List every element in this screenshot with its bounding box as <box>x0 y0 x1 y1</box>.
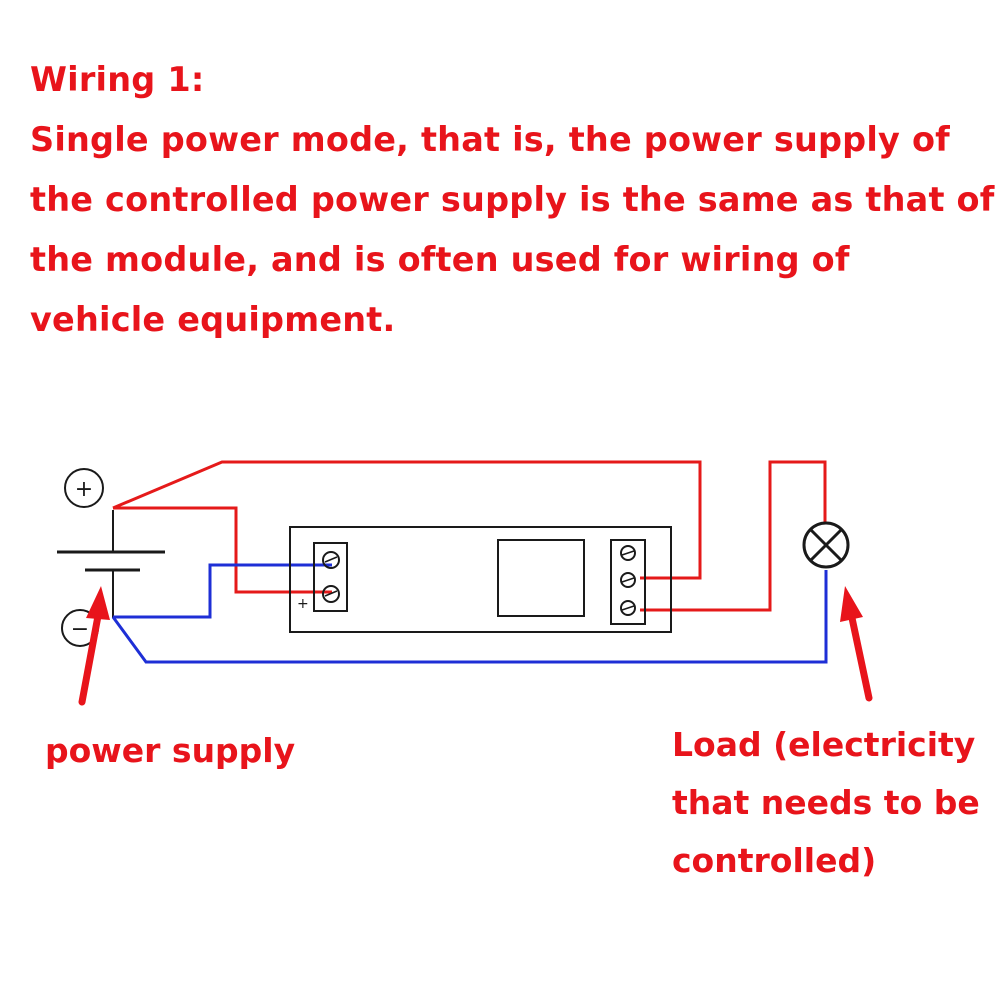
instruction-line-3: the module, and is often used for wiring… <box>30 240 850 279</box>
load-arrow-icon <box>840 586 873 702</box>
blue-wires <box>111 563 828 664</box>
instruction-line-2: the controlled power supply is the same … <box>30 180 995 219</box>
load-label-line-3: controlled) <box>672 841 877 880</box>
power-supply-arrow-icon <box>78 586 110 706</box>
positive-terminal-icon: + <box>64 468 104 508</box>
lamp-icon <box>802 521 850 569</box>
input-terminal-block <box>313 542 348 612</box>
output-terminal-3-icon <box>620 600 636 616</box>
red-wires <box>112 460 827 612</box>
battery-icon <box>57 510 165 618</box>
load-label: Load (electricity that needs to be contr… <box>672 716 980 890</box>
blue-wire-module-minus <box>113 563 332 619</box>
input-terminal-2-icon <box>322 585 340 603</box>
instruction-line-1: Single power mode, that is, the power su… <box>30 120 950 159</box>
instruction-text: Wiring 1: Single power mode, that is, th… <box>30 50 995 350</box>
relay-module: + <box>289 526 672 633</box>
load-label-line-1: Load (electricity <box>672 725 976 764</box>
negative-symbol: − <box>71 617 89 642</box>
blue-wire-return <box>111 570 828 664</box>
positive-symbol: + <box>75 477 93 502</box>
load-label-line-2: that needs to be <box>672 783 980 822</box>
red-wire-load <box>640 460 827 612</box>
module-plus-marker: + <box>297 596 309 612</box>
output-terminal-block <box>610 539 646 625</box>
power-supply-label: power supply <box>45 731 296 770</box>
instruction-title: Wiring 1: <box>30 60 205 99</box>
output-terminal-2-icon <box>620 572 636 588</box>
instruction-line-4: vehicle equipment. <box>30 300 396 339</box>
input-terminal-1-icon <box>322 551 340 569</box>
red-wire-top <box>112 460 702 580</box>
output-terminal-1-icon <box>620 545 636 561</box>
relay-body <box>497 539 585 617</box>
red-wire-module-plus <box>113 506 332 594</box>
